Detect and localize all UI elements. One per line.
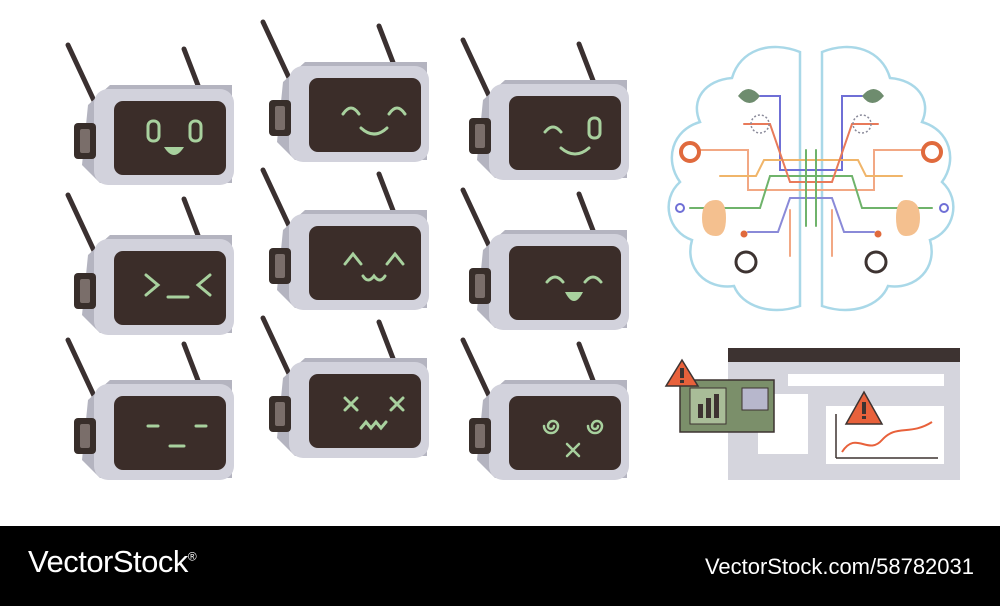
robot-squint (68, 195, 234, 335)
robot-laughing (463, 190, 629, 330)
illustration-art (0, 0, 960, 526)
warning-triangle-icon (664, 358, 700, 387)
robot-dead-eyes (263, 318, 429, 458)
robot-wink (463, 40, 629, 180)
robot-neutral (68, 340, 234, 480)
browser-window-icon (664, 348, 960, 480)
gear-icon (679, 141, 943, 163)
watermark-footer: VectorStock® VectorStock.com/58782031 (0, 526, 1000, 606)
robot-cat-smile (263, 170, 429, 310)
robot-dizzy (463, 340, 629, 480)
robot-surprised-smile (68, 45, 234, 185)
source-url: VectorStock.com/58782031 (704, 554, 974, 579)
brand-logo: VectorStock® (28, 544, 197, 579)
warning-triangle-icon (844, 390, 884, 425)
illustration-canvas (0, 0, 960, 526)
gear-icon (734, 250, 888, 274)
robot-happy-closed-eyes (263, 22, 429, 162)
circuit-brain-icon (667, 45, 955, 312)
